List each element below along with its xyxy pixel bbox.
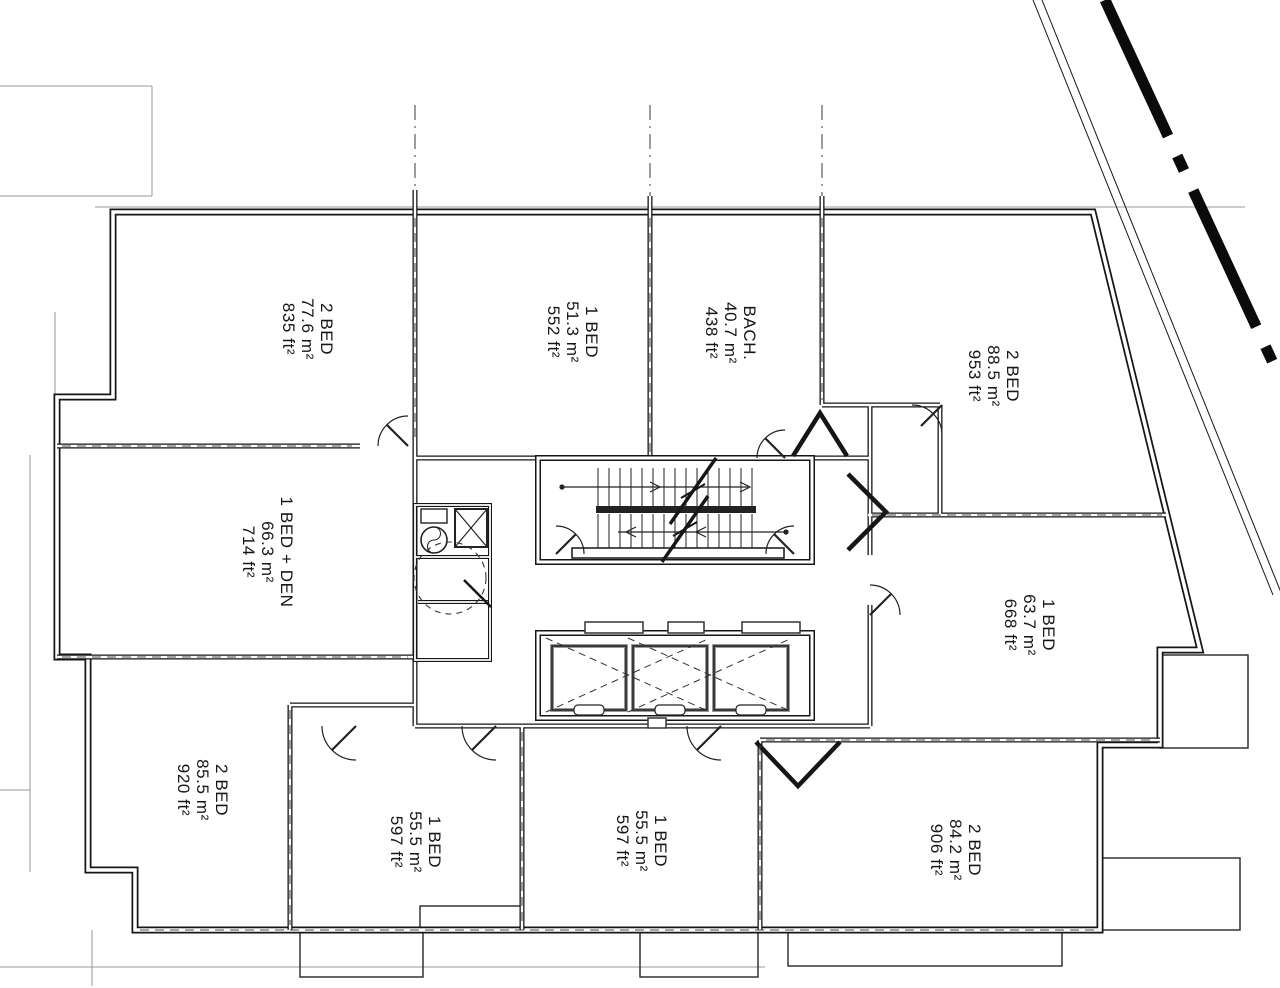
elevator-car-icon — [551, 645, 627, 711]
svg-text:85.5 m²: 85.5 m² — [193, 759, 212, 821]
door-leaf-icon — [386, 424, 409, 447]
elevator-car-icon — [550, 644, 628, 712]
stair-landing — [596, 506, 756, 513]
grid-lines — [414, 105, 823, 210]
stair-landing — [571, 547, 785, 559]
door-leaf-icon — [463, 579, 492, 608]
unit-label-1bed-63-7: 1 BED 63.7 m² 668 ft² — [1001, 594, 1058, 656]
svg-text:40.7 m²: 40.7 m² — [721, 302, 740, 364]
svg-text:438 ft²: 438 ft² — [702, 307, 721, 359]
svg-text:88.5 m²: 88.5 m² — [984, 345, 1003, 407]
svg-text:1 BED: 1 BED — [425, 816, 444, 868]
wall-dashed-lines — [62, 218, 1162, 931]
svg-text:55.5 m²: 55.5 m² — [632, 810, 651, 872]
exterior-walls — [53, 208, 1205, 934]
svg-text:835 ft²: 835 ft² — [279, 303, 298, 355]
svg-text:77.6 m²: 77.6 m² — [298, 298, 317, 360]
svg-text:2 BED: 2 BED — [965, 824, 984, 876]
svg-text:597 ft²: 597 ft² — [613, 815, 632, 867]
svg-text:51.3 m²: 51.3 m² — [563, 301, 582, 363]
svg-text:84.2 m²: 84.2 m² — [946, 819, 965, 881]
svg-text:552 ft²: 552 ft² — [544, 306, 563, 358]
unit-label-2bed-77-6: 2 BED 77.6 m² 835 ft² — [279, 298, 336, 360]
svg-text:714 ft²: 714 ft² — [239, 526, 258, 578]
elevator-cars — [550, 644, 790, 716]
elevator-bank — [535, 621, 815, 729]
elevator-door-icon — [573, 704, 605, 716]
unit-label-1bed-55-5-b: 1 BED 55.5 m² 597 ft² — [613, 810, 670, 872]
unit-label-bach-40-7: BACH. 40.7 m² 438 ft² — [702, 302, 759, 364]
svg-text:1 BED: 1 BED — [651, 815, 670, 867]
balcony — [299, 929, 424, 978]
stair-direction-arrows-icon — [559, 481, 789, 538]
unit-label-2bed-88-5: 2 BED 88.5 m² 953 ft² — [965, 345, 1022, 407]
svg-text:2 BED: 2 BED — [212, 764, 231, 816]
svg-text:55.5 m²: 55.5 m² — [406, 811, 425, 873]
balcony — [419, 905, 523, 931]
svg-text:906 ft²: 906 ft² — [927, 824, 946, 876]
svg-text:BACH.: BACH. — [740, 306, 759, 361]
balcony — [639, 929, 759, 978]
turning-radius-icon — [413, 541, 487, 615]
stair-door-icon — [555, 525, 795, 555]
svg-text:1 BED + DEN: 1 BED + DEN — [277, 497, 296, 608]
svg-text:920 ft²: 920 ft² — [174, 764, 193, 816]
unit-label-1bed-55-5-a: 1 BED 55.5 m² 597 ft² — [387, 811, 444, 873]
elevator-top-tabs — [584, 621, 801, 729]
svg-text:2 BED: 2 BED — [1003, 350, 1022, 402]
svg-text:66.3 m²: 66.3 m² — [258, 521, 277, 583]
svg-text:597 ft²: 597 ft² — [387, 816, 406, 868]
balcony — [787, 929, 1063, 967]
toilet-tank-icon — [420, 508, 448, 524]
elevator-shaft-x-icon — [545, 637, 793, 713]
svg-text:1 BED: 1 BED — [582, 306, 601, 358]
balcony — [1099, 857, 1241, 931]
unit-label-2bed-85-5: 2 BED 85.5 m² 920 ft² — [174, 759, 231, 821]
shaft-box-icon — [454, 508, 488, 548]
site-lines — [0, 85, 1245, 986]
door-arc-icon — [377, 415, 409, 447]
svg-text:63.7 m²: 63.7 m² — [1020, 594, 1039, 656]
unit-label-1bed-51-3: 1 BED 51.3 m² 552 ft² — [544, 301, 601, 363]
unit-doors — [321, 404, 943, 761]
stair-shaft — [535, 455, 815, 565]
road-centerline-icon — [1100, 0, 1280, 381]
balcony — [1159, 654, 1249, 749]
stair-break-lines-icon — [660, 457, 718, 563]
unit-labels: 2 BED 77.6 m² 835 ft² 1 BED 51.3 m² 552 … — [174, 298, 1058, 881]
svg-text:668 ft²: 668 ft² — [1001, 599, 1020, 651]
svg-text:1 BED: 1 BED — [1039, 599, 1058, 651]
unit-label-1bed-den-66-3: 1 BED + DEN 66.3 m² 714 ft² — [239, 497, 296, 608]
svg-text:953 ft²: 953 ft² — [965, 350, 984, 402]
property-line — [1032, 0, 1280, 596]
vestibule-chevron-walls — [754, 408, 890, 790]
unit-label-2bed-84-2: 2 BED 84.2 m² 906 ft² — [927, 819, 984, 881]
wc-room — [413, 503, 492, 662]
svg-text:2 BED: 2 BED — [317, 303, 336, 355]
